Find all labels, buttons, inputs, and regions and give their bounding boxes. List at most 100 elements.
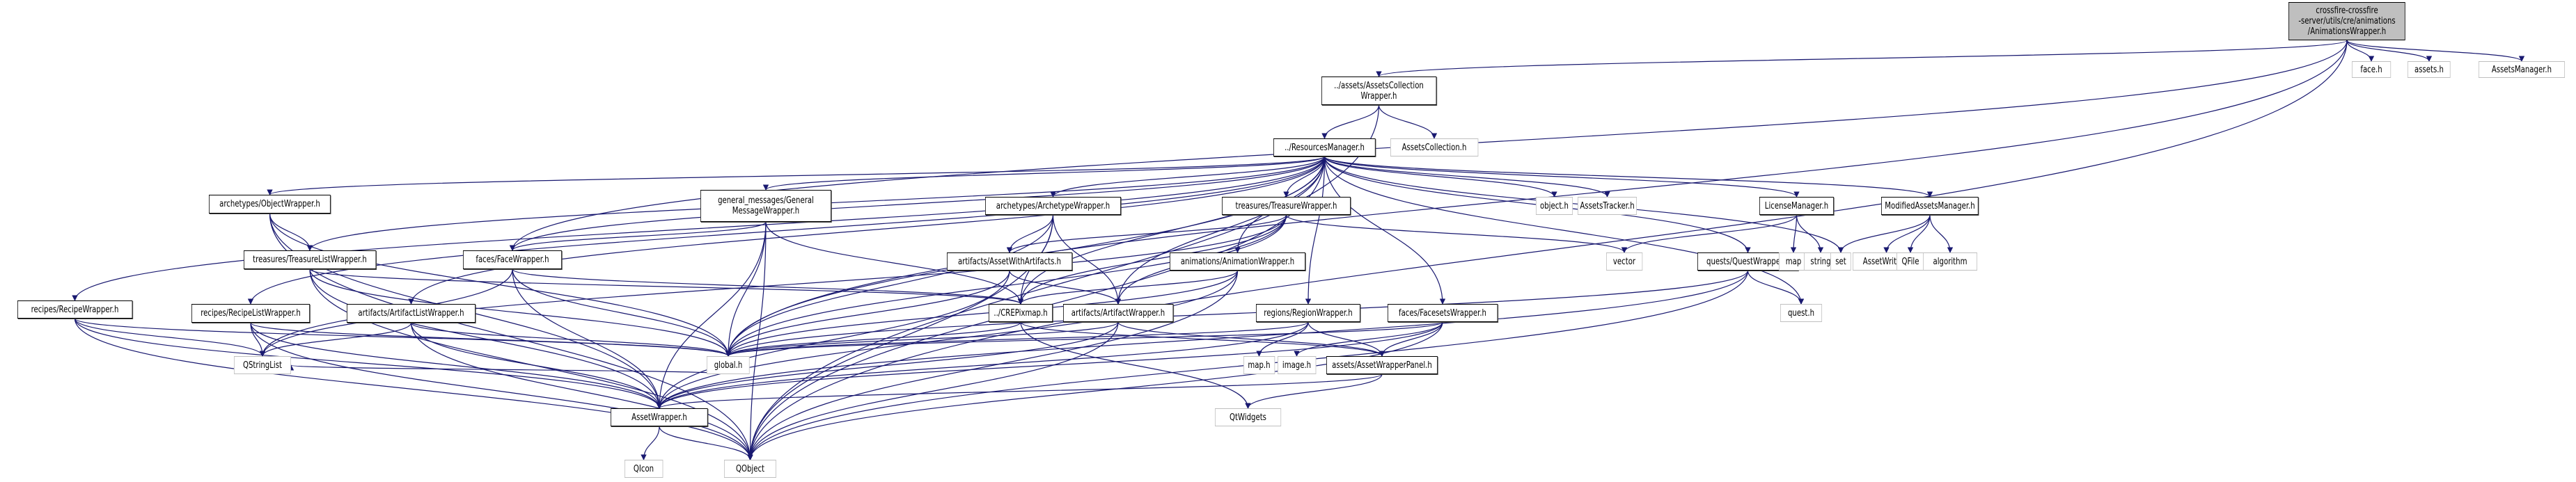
node-root[interactable]: crossfire-crossfire -server/utils/cre/an… [2288, 2, 2405, 40]
edge-crepix-to-global [725, 321, 1021, 357]
edge-artlist-to-qstringlist [259, 322, 412, 357]
edge-facesets-to-image [1294, 321, 1443, 357]
edge-awpanel-to-assetwrap [657, 373, 1383, 409]
edge-license-to-vector [1621, 214, 1798, 253]
edge-artlist-to-global [410, 322, 732, 357]
edge-acw-to-rm [1321, 104, 1380, 139]
edge-recipe-to-global [74, 318, 731, 357]
node-facesets[interactable]: faces/FacesetsWrapper.h [1388, 304, 1498, 322]
node-assetsmgr: AssetsManager.h [2479, 61, 2565, 78]
edge-recipe-to-qobject [74, 318, 753, 460]
edge-rm-to-objwrap [267, 156, 1326, 195]
edge-modified-to-writer [1883, 214, 1931, 253]
node-maph: map.h [1243, 356, 1275, 374]
edge-treaswrap-to-crepix [1017, 214, 1287, 305]
edge-treaslist-to-assetwrap [309, 268, 663, 409]
node-tracker: AssetsTracker.h [1578, 197, 1637, 215]
node-qicon: QIcon [625, 460, 663, 478]
edge-rm-to-facesets [1324, 156, 1446, 305]
edge-facewrap-to-assetwrap [512, 268, 663, 409]
node-awa[interactable]: artifacts/AssetWithArtifacts.h [947, 252, 1072, 271]
node-awpanel[interactable]: assets/AssetWrapperPanel.h [1326, 356, 1438, 374]
edge-recipelist-to-qobject [250, 322, 753, 460]
edge-archwrap-to-global [725, 214, 1054, 357]
edge-archwrap-to-awa [1006, 214, 1054, 253]
edge-region-to-assetwrap [656, 321, 1309, 409]
edge-rm-to-region [1305, 156, 1326, 305]
node-treaswrap[interactable]: treasures/TreasureWrapper.h [1222, 197, 1351, 215]
node-objwrap[interactable]: archetypes/ObjectWrapper.h [209, 195, 331, 214]
edge-animwrap-to-crepix [1017, 270, 1239, 305]
edge-facewrap-to-global [512, 268, 732, 357]
edge-awa-to-artwrap [1009, 270, 1122, 305]
edge-region-to-maph [1256, 321, 1309, 357]
edge-artlist-to-qobject [410, 322, 753, 460]
edge-region-to-awpanel [1307, 321, 1385, 357]
edge-rm-to-crepix [1017, 156, 1326, 305]
edge-recipelist-to-global [250, 322, 731, 357]
edge-facesets-to-global [725, 321, 1443, 357]
edge-questwrap-to-quest [1747, 270, 1805, 305]
edge-rm-to-genmsg [763, 156, 1326, 191]
node-vector: vector [1606, 252, 1642, 271]
node-rm[interactable]: ../ResourcesManager.h [1273, 138, 1376, 156]
edge-genmsg-to-assetwrap [656, 221, 767, 409]
node-object: object.h [1536, 197, 1573, 215]
edge-genmsg-to-facewrap [509, 221, 767, 251]
node-license[interactable]: LicenseManager.h [1759, 197, 1834, 215]
node-acw[interactable]: ../assets/AssetsCollection Wrapper.h [1321, 77, 1436, 105]
node-artlist[interactable]: artifacts/ArtifactListWrapper.h [347, 304, 476, 323]
node-facewrap[interactable]: faces/FaceWrapper.h [463, 250, 562, 269]
edge-rm-to-artlist [408, 156, 1326, 305]
node-archwrap[interactable]: archetypes/ArchetypeWrapper.h [985, 197, 1121, 215]
edge-artwrap-to-qobject [747, 321, 1119, 460]
node-treaslist[interactable]: treasures/TreasureListWrapper.h [244, 250, 376, 269]
edge-rm-to-tracker [1324, 156, 1610, 198]
edge-rm-to-license [1324, 156, 1800, 198]
edge-rm-to-facewrap [509, 156, 1326, 251]
node-crepix[interactable]: ../CREPixmap.h [989, 304, 1053, 322]
edge-rm-to-object [1324, 156, 1557, 198]
edge-facewrap-to-crepix [512, 268, 1023, 305]
node-assetscoll: AssetsCollection.h [1390, 138, 1478, 156]
node-artwrap[interactable]: artifacts/ArtifactWrapper.h [1063, 304, 1173, 322]
edge-rm-to-recipe [72, 156, 1326, 301]
edge-facesets-to-assetwrap [656, 321, 1443, 409]
edge-license-to-string [1796, 214, 1824, 253]
edge-awpanel-to-qtwidgets [1245, 373, 1383, 409]
node-modified[interactable]: ModifiedAssetsManager.h [1881, 197, 1979, 215]
edge-rm-to-modified [1324, 156, 1933, 198]
edge-recipe-to-assetwrap [74, 318, 663, 409]
node-genmsg[interactable]: general_messages/General MessageWrapper.… [700, 190, 831, 222]
node-global: global.h [707, 356, 750, 374]
edge-acw-to-assetscoll [1378, 104, 1438, 139]
node-assetwrap[interactable]: AssetWrapper.h [611, 408, 708, 426]
edge-treaswrap-to-qstringlist [259, 214, 1287, 357]
node-recipe[interactable]: recipes/RecipeWrapper.h [17, 300, 132, 319]
edge-awa-to-global [725, 270, 1010, 357]
edge-rm-to-recipelist [247, 156, 1326, 305]
edge-treaslist-to-crepix [309, 268, 1023, 305]
edge-artwrap-to-assetwrap [656, 321, 1119, 409]
edge-acw-to-qobject [747, 104, 1380, 460]
node-quest: quest.h [1780, 304, 1822, 322]
edge-facesets-to-qobject [747, 321, 1443, 460]
edge-treaswrap-to-awa [1006, 214, 1287, 253]
edge-region-to-global [725, 321, 1309, 357]
edge-crepix-to-awpanel [1020, 321, 1385, 357]
edge-genmsg-to-crepix [765, 221, 1024, 305]
edge-facesets-to-awpanel [1379, 321, 1443, 357]
edge-objwrap-to-treaslist [269, 213, 313, 251]
edge-crepix-to-qtwidgets [1020, 321, 1251, 409]
node-assets: assets.h [2408, 61, 2451, 78]
node-region[interactable]: regions/RegionWrapper.h [1256, 304, 1360, 322]
edge-root-to-assets [2346, 40, 2433, 62]
node-animwrap[interactable]: animations/AnimationWrapper.h [1170, 252, 1305, 271]
node-qstringlist: QStringList [234, 356, 291, 374]
edge-modified-to-algorithm [1929, 214, 1954, 253]
edge-archwrap-to-artwrap [1052, 214, 1122, 305]
edge-modified-to-qfile [1907, 214, 1931, 253]
node-recipelist[interactable]: recipes/RecipeListWrapper.h [191, 304, 310, 323]
edge-root-to-face [2346, 40, 2375, 62]
edge-modified-to-set [1837, 214, 1931, 253]
